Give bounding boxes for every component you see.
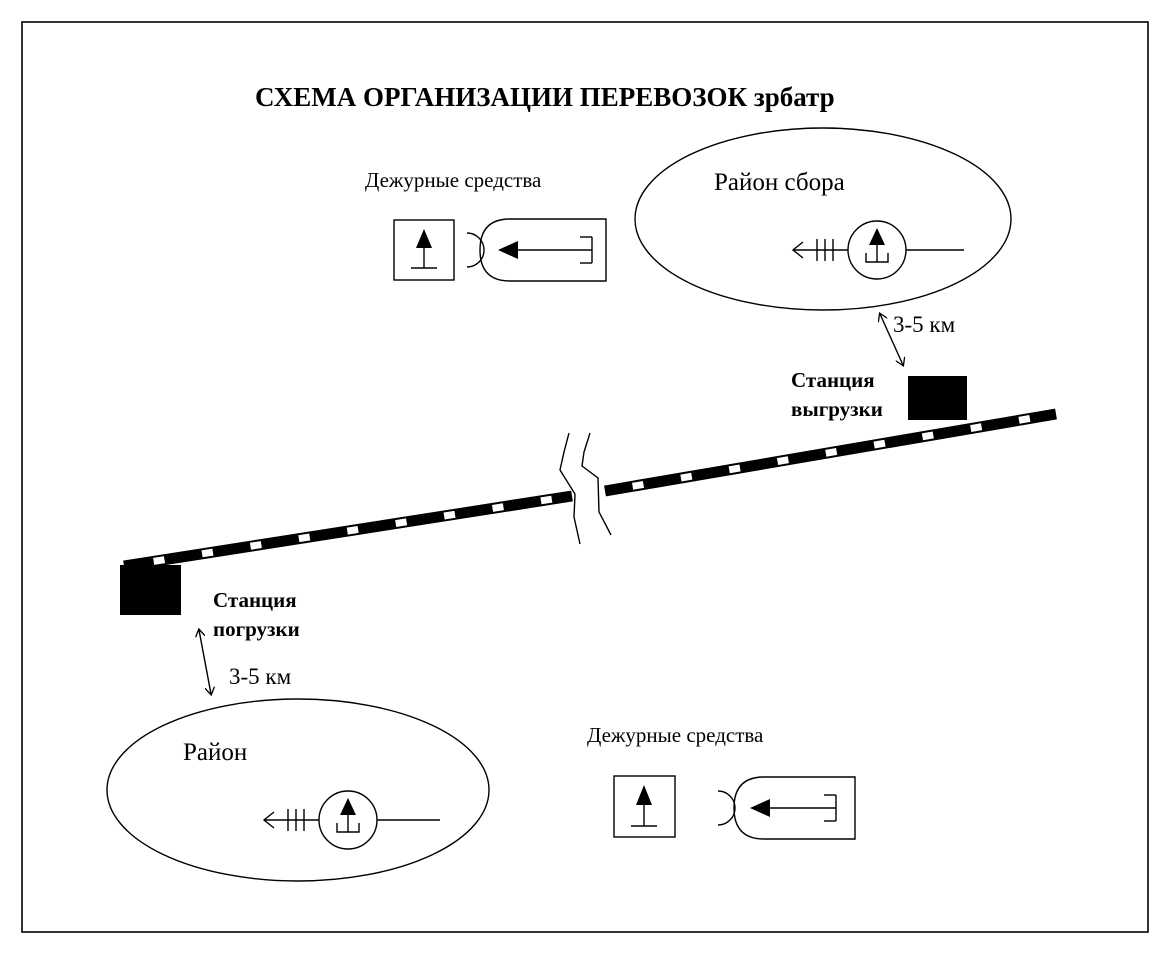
vehicle-arrow-icon — [466, 218, 607, 282]
distance-indicator-bottom: 3-5 км — [199, 630, 292, 694]
vehicle-arrow-icon — [717, 776, 856, 840]
antenna-box-icon — [393, 219, 455, 281]
duty-assets-bottom: Дежурные средства — [587, 723, 856, 840]
antenna-box-icon — [613, 775, 676, 838]
diagram-title: СХЕМА ОРГАНИЗАЦИИ ПЕРЕВОЗОК зрбатр — [255, 82, 835, 112]
duty-assets-top: Дежурные средства — [365, 168, 607, 282]
loading-station: Станция погрузки — [120, 565, 300, 641]
unit-circle-icon — [791, 220, 964, 280]
unloading-station: Станция выгрузки — [791, 368, 967, 421]
bottom-area: Район — [106, 698, 490, 882]
distance-bottom-label: 3-5 км — [229, 664, 292, 689]
bottom-area-label: Район — [183, 739, 247, 766]
unloading-station-label-line1: Станция — [791, 368, 875, 392]
distance-indicator-top: 3-5 км — [880, 312, 956, 365]
loading-station-marker — [120, 565, 181, 615]
unloading-station-marker — [908, 376, 967, 420]
distance-top-label: 3-5 км — [893, 312, 956, 337]
double-arrow-icon — [880, 314, 903, 365]
unloading-station-label-line2: выгрузки — [791, 397, 883, 421]
duty-assets-bottom-label: Дежурные средства — [587, 723, 764, 747]
duty-assets-top-label: Дежурные средства — [365, 168, 542, 192]
double-arrow-icon — [199, 630, 211, 694]
loading-station-label-line1: Станция — [213, 588, 297, 612]
river-crossing — [559, 432, 612, 545]
assembly-area: Район сбора — [634, 127, 1012, 311]
unit-circle-icon — [262, 790, 440, 850]
assembly-area-label: Район сбора — [714, 169, 845, 196]
diagram-frame — [21, 21, 1149, 933]
railway-line — [123, 408, 1057, 572]
loading-station-label-line2: погрузки — [213, 617, 300, 641]
